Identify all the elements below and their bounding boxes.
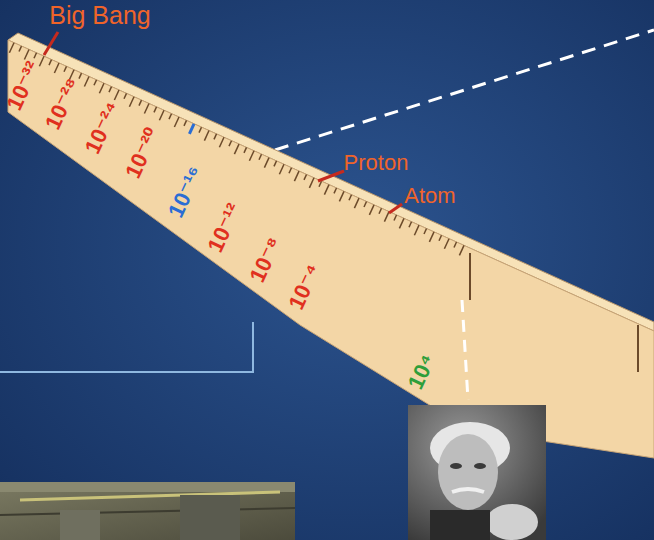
ruler-tick: [184, 120, 187, 126]
ruler-tick: [139, 100, 142, 106]
ruler-tick: [219, 137, 224, 147]
ruler-tick: [169, 114, 172, 119]
ruler-tick: [354, 198, 359, 208]
ruler-tick: [289, 168, 292, 174]
tunnel-photo: [0, 482, 295, 540]
ruler-tick: [334, 188, 337, 193]
ruler-tick: [234, 144, 239, 154]
ruler-tick: [79, 73, 82, 79]
ruler-tick: [394, 215, 397, 221]
ruler-tick: [9, 43, 14, 53]
ruler-face: [8, 40, 654, 458]
ruler-tick: [109, 87, 112, 93]
ruler-ticks: [9, 43, 464, 256]
leader-line: [389, 204, 402, 213]
ruler-tick: [264, 158, 269, 168]
dashed-line: [462, 300, 468, 400]
marker-label: Atom: [404, 185, 455, 207]
ruler-tick: [369, 205, 374, 215]
einstein-photo: [408, 405, 546, 540]
ruler-tick: [364, 202, 367, 208]
ruler-tick: [94, 80, 97, 85]
ruler-tick: [294, 171, 299, 181]
ruler-tick: [274, 161, 277, 167]
ruler-tick: [114, 90, 119, 100]
ruler-tick: [189, 124, 194, 134]
ruler-tick: [49, 60, 52, 66]
ruler-tick: [249, 151, 254, 161]
ruler-tick: [424, 229, 427, 235]
ruler-tick: [339, 191, 344, 201]
ruler-tick: [124, 93, 127, 98]
ruler-segment-mark: [469, 253, 471, 300]
leader-line: [44, 32, 58, 55]
ruler-tick: [214, 134, 217, 140]
ruler-tick: [399, 218, 404, 228]
ruler-tick: [64, 66, 67, 71]
ruler-tick: [129, 97, 134, 107]
ruler-tick: [439, 235, 442, 240]
ruler-tick: [154, 107, 157, 113]
ruler-tick: [309, 178, 314, 188]
ruler-tick: [454, 242, 457, 248]
ruler-tick: [414, 225, 419, 235]
ruler-tick: [34, 53, 37, 59]
ruler-tick: [54, 63, 59, 73]
dashed-line: [275, 30, 654, 150]
ruler-tick: [324, 185, 329, 195]
ruler-tick: [229, 141, 232, 146]
ruler-tick: [379, 208, 382, 214]
ruler-tick: [429, 232, 434, 242]
ruler-tick: [84, 77, 89, 87]
ruler-tick: [144, 104, 149, 114]
ruler-segment-mark: [637, 325, 639, 372]
ruler-tick: [244, 147, 247, 153]
ruler-tick: [174, 117, 179, 127]
ruler-tick: [384, 212, 389, 222]
ruler-tick: [159, 110, 164, 120]
ruler-tick: [99, 83, 104, 93]
ruler-tick: [259, 154, 262, 160]
ruler-tick: [279, 164, 284, 174]
ruler-tick: [444, 239, 449, 249]
marker-label: Big Bang: [49, 3, 150, 28]
ruler-tick: [19, 46, 22, 51]
ruler-tick: [199, 127, 202, 132]
ruler-tick: [459, 245, 464, 255]
ruler-tick: [204, 131, 209, 141]
marker-label: Proton: [344, 152, 409, 174]
bracket-line: [0, 322, 253, 372]
ruler-tick: [349, 195, 352, 201]
ruler-tick: [409, 222, 412, 227]
ruler-tick: [304, 175, 307, 180]
leader-line: [318, 171, 344, 181]
